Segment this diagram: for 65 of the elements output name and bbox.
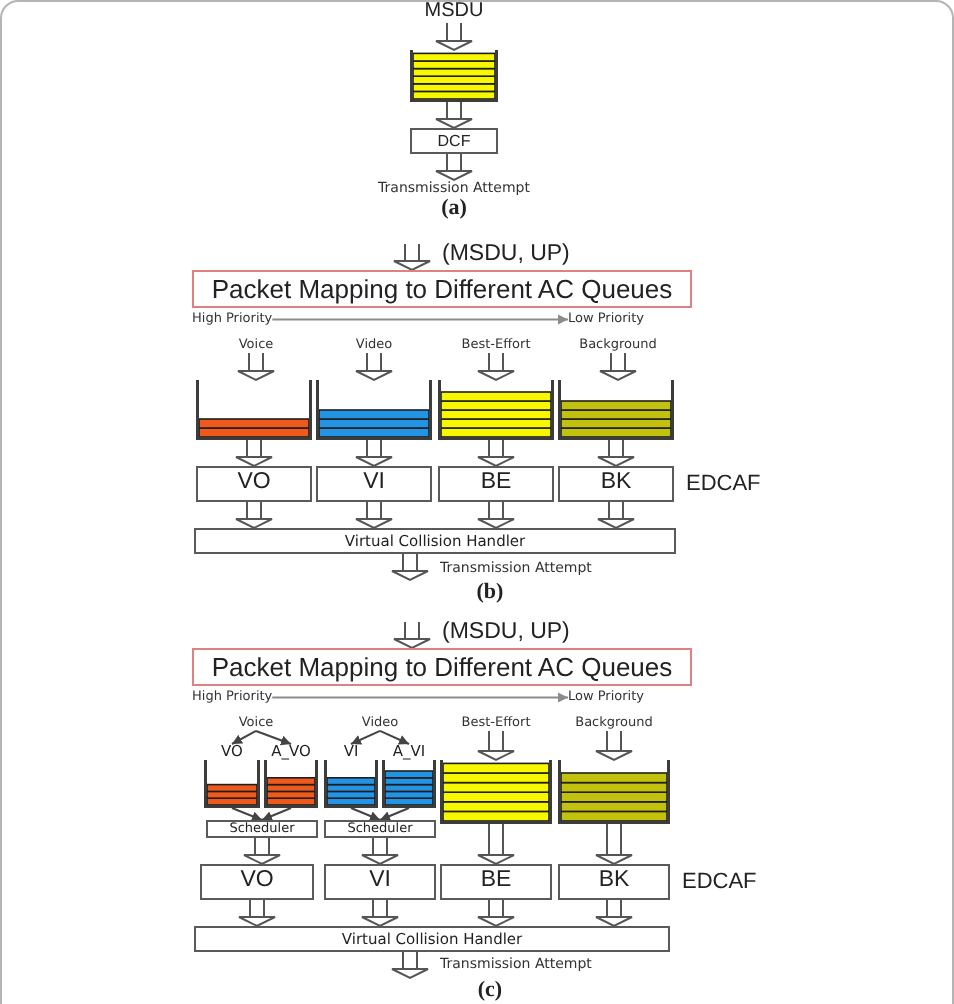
mapping-box: Packet Mapping to Different AC Queues — [192, 270, 692, 308]
block-arrow — [238, 899, 276, 927]
arrow — [255, 729, 292, 746]
side-label: EDCAF — [686, 472, 761, 498]
subfigure-caption: (b) — [476, 582, 504, 604]
block-arrow — [355, 351, 393, 381]
access-category-box: BE — [438, 466, 554, 502]
block-arrow — [477, 823, 515, 865]
block-arrow — [355, 439, 393, 467]
access-category-box: VI — [316, 466, 432, 502]
edge-label: (MSDU, UP) — [442, 242, 570, 269]
side-label: EDCAF — [682, 870, 757, 896]
block-arrow — [477, 899, 515, 927]
block-arrow — [361, 837, 399, 865]
block-arrow — [599, 351, 637, 381]
block-arrow — [435, 101, 473, 129]
queue-icon — [558, 760, 670, 824]
block-arrow — [393, 621, 431, 649]
queue-icon — [558, 380, 674, 440]
block-arrow — [435, 22, 473, 51]
block-arrow — [391, 951, 429, 979]
block-arrow — [595, 899, 633, 927]
block-arrow — [477, 439, 515, 467]
queue-icon — [410, 50, 498, 102]
arrow — [350, 729, 381, 745]
subfigure-caption: (c) — [477, 980, 503, 1002]
arrow — [271, 692, 569, 703]
block-arrow — [477, 729, 515, 761]
block-arrow — [391, 553, 429, 581]
block-arrow — [435, 153, 473, 181]
block-arrow — [355, 501, 393, 529]
queue-icon — [196, 380, 312, 440]
input-label: MSDU — [424, 0, 484, 23]
access-category-box: VO — [196, 466, 312, 502]
block-arrow — [477, 351, 515, 381]
subfigure-caption: (a) — [441, 198, 467, 220]
arrow — [379, 807, 410, 821]
access-category-box: BE — [440, 864, 552, 900]
arrow — [231, 729, 257, 745]
block-arrow — [393, 243, 431, 271]
block-arrow — [235, 439, 273, 467]
edge-label: (MSDU, UP) — [442, 620, 570, 647]
queue-icon — [438, 380, 554, 440]
arrow — [271, 314, 569, 325]
arrow — [231, 807, 263, 821]
process-box: DCF — [410, 128, 498, 154]
queue-icon — [440, 760, 552, 824]
queue-icon — [316, 380, 432, 440]
block-arrow — [243, 837, 281, 865]
arrow — [379, 729, 410, 745]
access-category-box: BK — [558, 864, 670, 900]
access-category-box: BK — [558, 466, 674, 502]
block-arrow — [595, 729, 633, 761]
mapping-box: Packet Mapping to Different AC Queues — [192, 648, 692, 686]
block-arrow — [237, 351, 275, 381]
block-arrow — [595, 823, 633, 865]
arrow — [261, 807, 292, 821]
block-arrow — [361, 899, 399, 927]
access-category-box: VI — [324, 864, 436, 900]
block-arrow — [597, 439, 635, 467]
block-arrow — [477, 501, 515, 529]
block-arrow — [235, 501, 273, 529]
access-category-box: VO — [200, 864, 314, 900]
arrow — [350, 807, 381, 821]
block-arrow — [597, 501, 635, 529]
